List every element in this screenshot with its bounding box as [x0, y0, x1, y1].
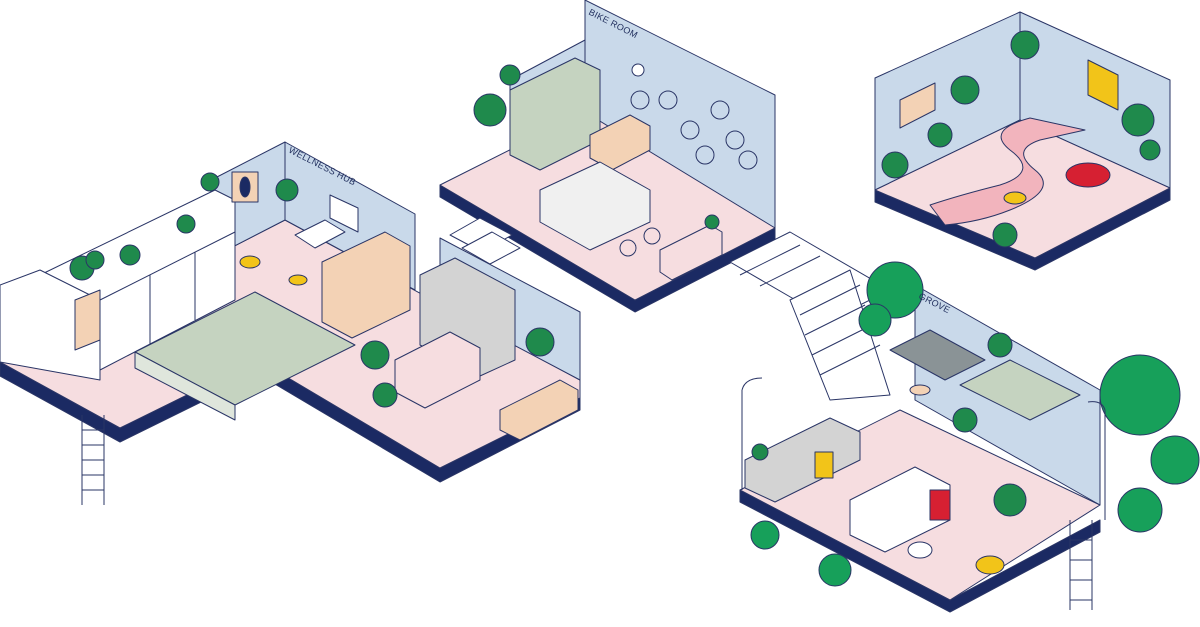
locker-unit-peach: [321, 231, 411, 339]
pergola: [889, 329, 986, 381]
plant-icon: [69, 172, 555, 408]
street-lamp-icon: [741, 377, 1106, 520]
glass-lockers: [539, 161, 651, 251]
stairs-icon: [449, 217, 521, 265]
planter-box: [499, 379, 579, 441]
round-table: [909, 384, 931, 396]
yellow-pouf: [1003, 191, 1027, 205]
yellow-pouf: [288, 274, 308, 286]
kitchen-counter: [744, 417, 861, 503]
bike-room-area: [439, 0, 776, 313]
yellow-pouf: [239, 255, 261, 269]
red-stool: [929, 489, 951, 521]
booth-divider: [99, 231, 236, 301]
pergola-2: [959, 359, 1081, 421]
repair-desk: [589, 114, 651, 171]
wellness-hub-area: [0, 141, 581, 505]
plant-icon: [751, 332, 1027, 517]
curved-bench: [929, 117, 1086, 226]
ladder-icon: [81, 415, 105, 505]
lounge-area: [874, 11, 1171, 271]
grove-area: [739, 261, 1200, 613]
wall-art: [1087, 59, 1119, 111]
plant-icon: [473, 64, 720, 230]
plant-icon: [881, 30, 1161, 248]
tree-icon: [750, 261, 1200, 587]
sofa: [294, 219, 346, 249]
round-seat: [1065, 162, 1111, 188]
wall-art: [899, 82, 936, 129]
beanbag: [975, 555, 1005, 575]
ladder-icon: [1069, 520, 1093, 610]
wall-art-2: [329, 194, 359, 233]
booth-accent: [74, 289, 101, 351]
yellow-stool: [814, 451, 834, 479]
cubicle-front: [134, 351, 236, 421]
clock-icon: [631, 63, 645, 77]
beanbag: [907, 541, 933, 559]
wall-art-shape: [239, 176, 251, 198]
bike-rack-icon: [619, 90, 758, 257]
